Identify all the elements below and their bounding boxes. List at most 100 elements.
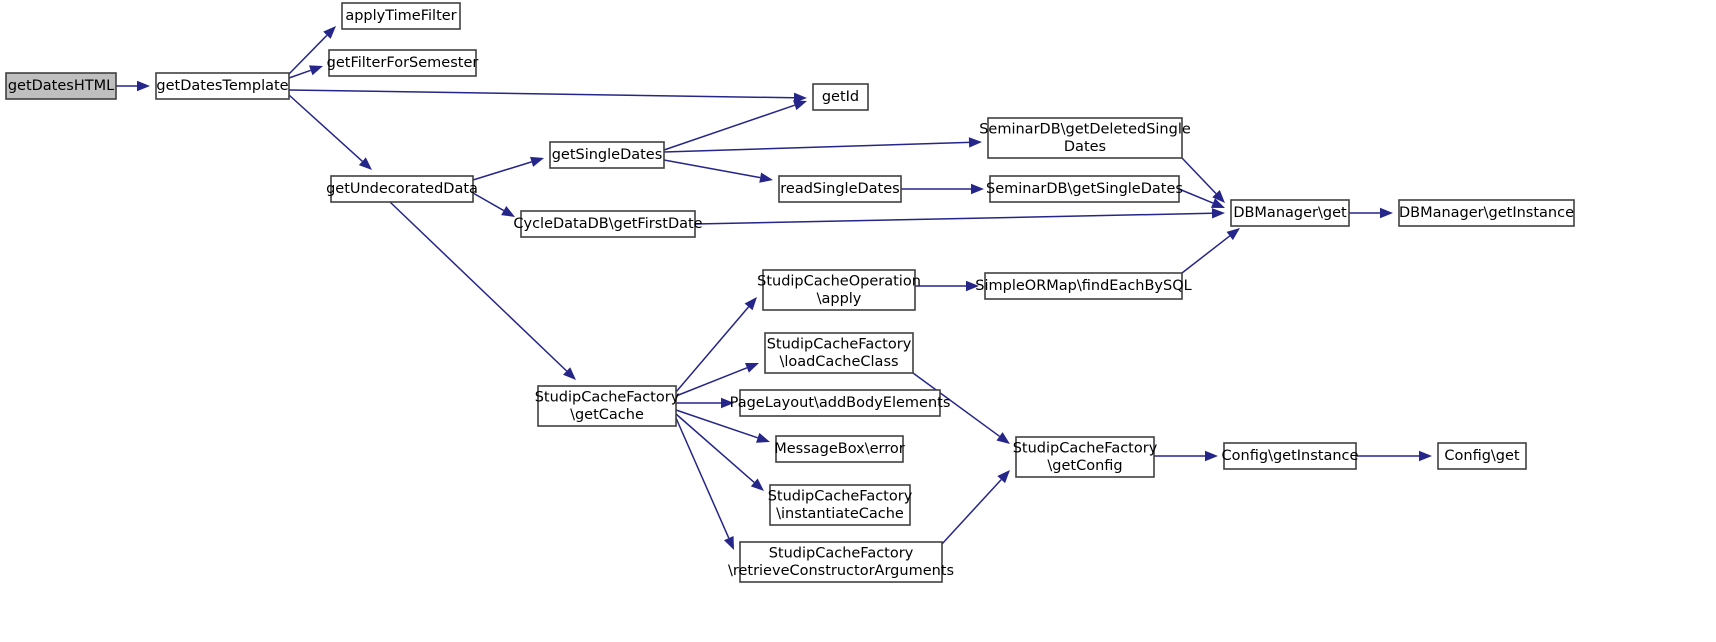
node-box[interactable]	[1230, 199, 1350, 227]
node-box[interactable]	[330, 175, 474, 203]
node-label: readSingleDates	[780, 181, 899, 197]
graph-node-StudipCacheOperationapply[interactable]: StudipCacheOperation\apply	[757, 269, 921, 311]
node-box[interactable]	[520, 210, 696, 238]
graph-node-getSingleDates[interactable]: getSingleDates	[549, 141, 665, 169]
node-label: getUndecoratedData	[326, 181, 478, 197]
node-box[interactable]	[764, 332, 914, 374]
graph-node-applyTimeFilter[interactable]: applyTimeFilter	[341, 2, 461, 30]
edge-ConfiggetInstance-to-Configget	[1356, 450, 1432, 462]
graph-node-getFilterForSemester[interactable]: getFilterForSemester	[327, 49, 479, 77]
graph-node-ConfiggetInstance[interactable]: Config\getInstance	[1222, 442, 1359, 470]
node-label: Config\getInstance	[1222, 448, 1359, 464]
graph-node-SeminarDBgetSingleDates[interactable]: SeminarDB\getSingleDates	[986, 175, 1183, 203]
node-box[interactable]	[328, 49, 477, 77]
node-label: \getConfig	[1047, 458, 1122, 474]
graph-node-PageLayoutaddBodyElements[interactable]: PageLayout\addBodyElements	[730, 389, 951, 417]
node-box[interactable]	[341, 2, 461, 30]
node-box[interactable]	[775, 435, 904, 463]
graph-node-getId[interactable]: getId	[812, 83, 869, 111]
graph-node-getDatesTemplate[interactable]: getDatesTemplate	[155, 72, 290, 100]
graph-node-StudipCacheFactoryretrieveConstructorArguments[interactable]: StudipCacheFactory \retrieveConstructorAr…	[728, 541, 954, 583]
edge-StudipCacheFactorygetCache-to-StudipCacheFactoryinstantiateCache	[675, 413, 764, 491]
node-label: MessageBox\error	[774, 441, 905, 457]
node-box[interactable]	[762, 269, 916, 311]
edge-getUndecoratedData-to-StudipCacheFactorygetCache	[389, 201, 576, 380]
edge-SeminarDBgetSingleDates-to-DBManagerget	[1178, 188, 1225, 208]
node-box[interactable]	[739, 389, 941, 417]
node-label: DBManager\get	[1233, 205, 1347, 221]
node-label: getId	[822, 89, 859, 105]
node-label: getSingleDates	[552, 147, 663, 163]
node-label: StudipCacheFactory	[767, 336, 912, 352]
node-label: Config\get	[1444, 448, 1520, 464]
node-box[interactable]	[812, 83, 869, 111]
node-box[interactable]	[769, 484, 911, 526]
node-box[interactable]	[1223, 442, 1357, 470]
node-label: getDatesTemplate	[156, 78, 288, 94]
graph-node-CycleDataDBgetFirstDate[interactable]: CycleDataDB\getFirstDate	[513, 210, 703, 238]
node-label: StudipCacheFactory	[1013, 440, 1158, 456]
node-label: PageLayout\addBodyElements	[730, 395, 951, 411]
node-label: \getCache	[570, 407, 644, 423]
node-box[interactable]	[778, 175, 902, 203]
edge-getDatesTemplate-to-getUndecoratedData	[288, 94, 372, 170]
node-box[interactable]	[1398, 199, 1575, 227]
node-box[interactable]	[987, 117, 1183, 159]
edge-StudipCacheFactorygetCache-to-StudipCacheFactoryretrieveConstructorArguments	[675, 417, 734, 550]
node-box[interactable]	[984, 272, 1183, 300]
graph-node-StudipCacheFactorygetCache[interactable]: StudipCacheFactory\getCache	[535, 385, 680, 427]
edge-getDatesTemplate-to-getFilterForSemester	[288, 65, 323, 79]
graph-node-SimpleORMapfindEachBySQL[interactable]: SimpleORMap\findEachBySQL	[975, 272, 1192, 300]
graph-node-DBManagerget[interactable]: DBManager\get	[1230, 199, 1350, 227]
edge-getDatesHTML-to-getDatesTemplate	[116, 80, 150, 92]
node-box[interactable]	[549, 141, 665, 169]
node-label: \retrieveConstructorArguments	[728, 563, 954, 579]
graph-node-StudipCacheFactorygetConfig[interactable]: StudipCacheFactory \getConfig	[1013, 436, 1158, 478]
node-label: StudipCacheFactory	[769, 545, 914, 561]
node-box[interactable]	[5, 72, 117, 100]
node-label: SimpleORMap\findEachBySQL	[975, 278, 1191, 294]
node-label: SeminarDB\getDeletedSingle	[979, 121, 1191, 137]
node-label: DBManager\getInstance	[1399, 205, 1574, 221]
edge-getDatesTemplate-to-applyTimeFilter	[288, 26, 336, 75]
graph-node-StudipCacheFactoryloadCacheClass[interactable]: StudipCacheFactory \loadCacheClass	[764, 332, 914, 374]
graph-node-MessageBoxerror[interactable]: MessageBox\error	[774, 435, 905, 463]
node-box[interactable]	[739, 541, 943, 583]
edge-getUndecoratedData-to-CycleDataDBgetFirstDate	[472, 192, 515, 217]
graph-node-getUndecoratedData[interactable]: getUndecoratedData	[326, 175, 478, 203]
edge-SeminarDBgetDeletedSingleDates-to-DBManagerget	[1181, 157, 1225, 203]
node-label: \apply	[817, 291, 862, 307]
node-label: getDatesHTML	[8, 78, 114, 94]
node-box[interactable]	[989, 175, 1180, 203]
edge-SimpleORMapfindEachBySQL-to-DBManagerget	[1181, 228, 1240, 274]
node-label: SeminarDB\getSingleDates	[986, 181, 1183, 197]
edge-CycleDataDBgetFirstDate-to-DBManagerget	[694, 208, 1225, 225]
edge-StudipCacheFactorygetCache-to-MessageBoxerror	[675, 409, 770, 443]
node-box[interactable]	[1015, 436, 1155, 478]
edge-readSingleDates-to-SeminarDBgetSingleDates	[901, 183, 984, 195]
node-label: getFilterForSemester	[327, 55, 479, 71]
node-box[interactable]	[537, 385, 677, 427]
graph-node-StudipCacheFactoryinstantiateCache[interactable]: StudipCacheFactory \instantiateCache	[768, 484, 913, 526]
graph-node-Configget[interactable]: Config\get	[1437, 442, 1527, 470]
node-box[interactable]	[155, 72, 290, 100]
node-label: \instantiateCache	[776, 506, 904, 522]
node-label: applyTimeFilter	[345, 8, 456, 24]
graph-node-DBManagergetInstance[interactable]: DBManager\getInstance	[1398, 199, 1575, 227]
graph-node-getDatesHTML[interactable]: getDatesHTML	[5, 72, 117, 100]
edge-layer	[116, 26, 1432, 550]
edge-getSingleDates-to-getId	[663, 100, 807, 151]
edge-StudipCacheFactorygetConfig-to-ConfiggetInstance	[1154, 450, 1218, 462]
node-label: \loadCacheClass	[779, 354, 898, 370]
edge-StudipCacheFactoryretrieveConstructorArguments-to-StudipCacheFactorygetConfig	[941, 470, 1010, 545]
edge-getDatesTemplate-to-getId	[288, 89, 807, 103]
node-label: StudipCacheFactory	[768, 488, 913, 504]
graph-node-readSingleDates[interactable]: readSingleDates	[778, 175, 902, 203]
edge-getSingleDates-to-SeminarDBgetDeletedSingleDates	[663, 137, 982, 153]
edge-StudipCacheOperationapply-to-SimpleORMapfindEachBySQL	[915, 280, 979, 292]
node-box[interactable]	[1437, 442, 1527, 470]
node-label: Dates	[1064, 139, 1106, 155]
